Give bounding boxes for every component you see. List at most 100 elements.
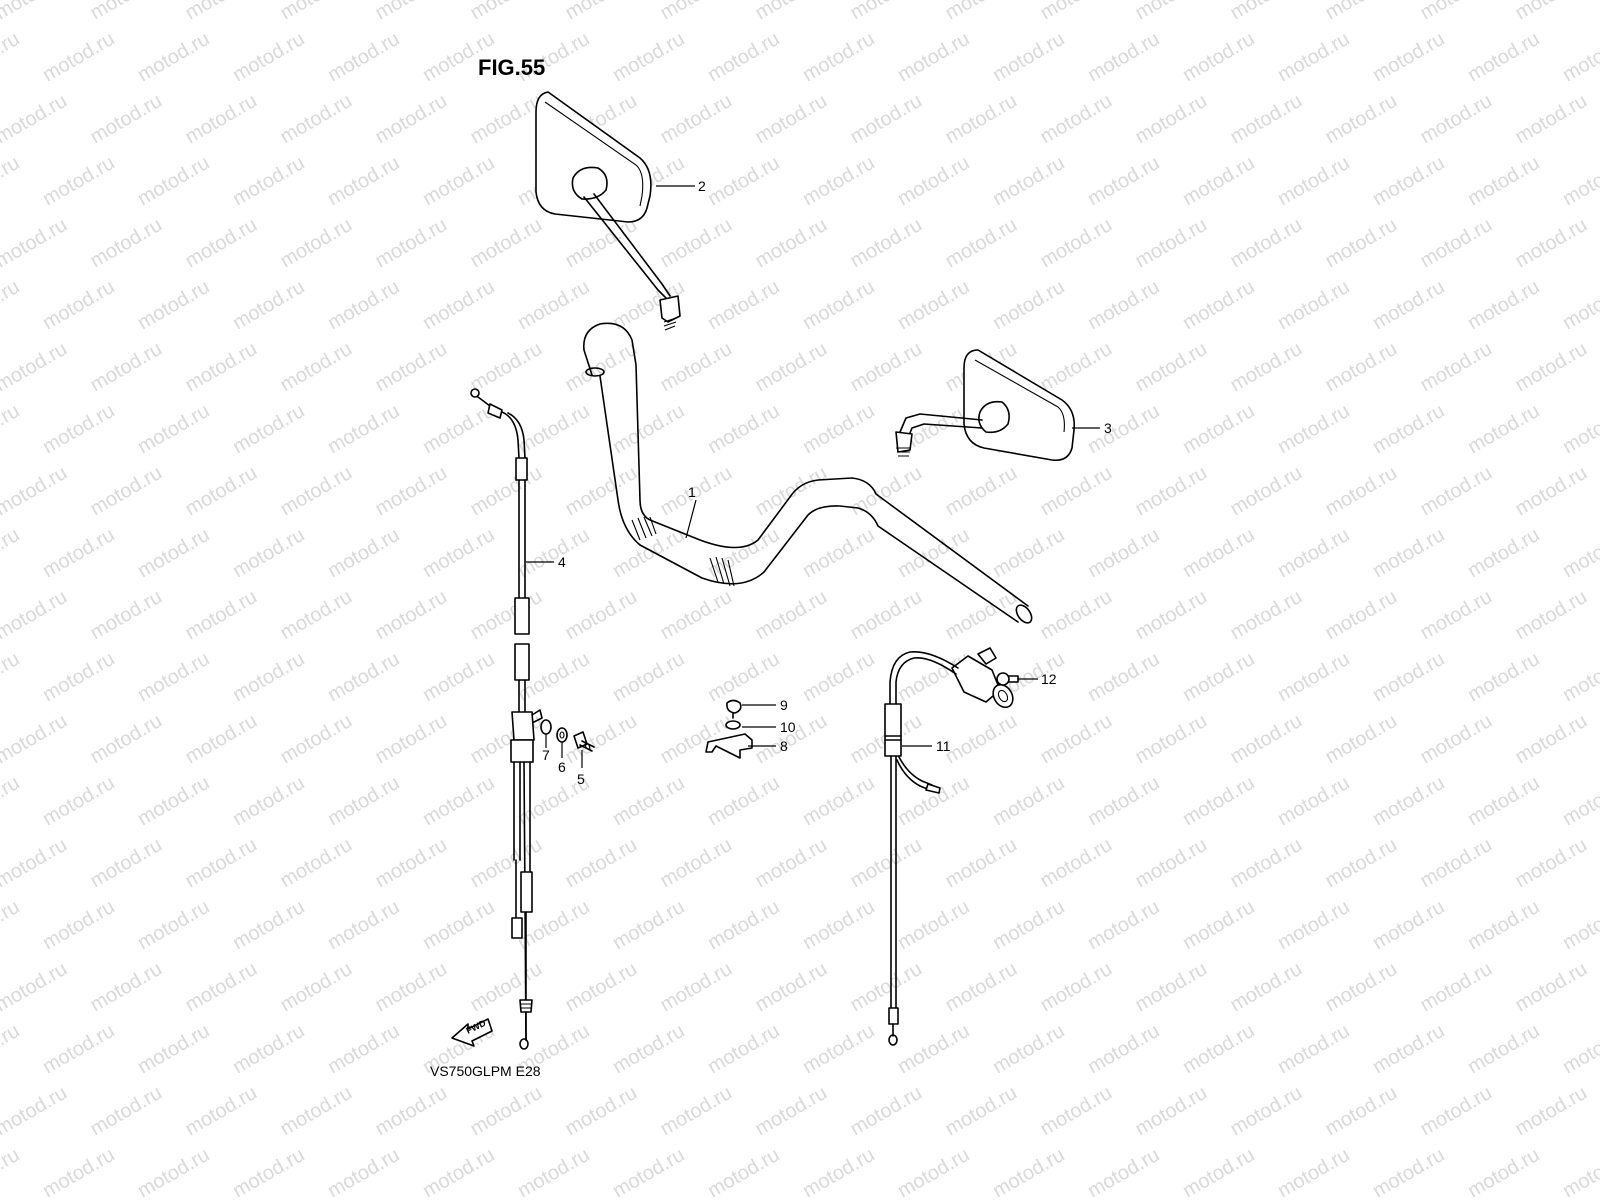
watermark-text: motod.ru [942,834,1021,893]
watermark-text: motod.ru [372,710,451,769]
watermark-text: motod.ru [87,90,166,149]
watermark-text: motod.ru [847,586,926,645]
watermark-text: motod.ru [657,958,736,1017]
watermark-text: motod.ru [752,462,831,521]
bolt-and-washers [540,719,595,752]
watermark-text: motod.ru [229,772,308,831]
watermark-text: motod.ru [134,1144,213,1200]
watermark-text: motod.ru [1559,152,1600,211]
watermark-text: motod.ru [657,834,736,893]
watermark-text: motod.ru [1417,214,1496,273]
watermark-text: motod.ru [989,1020,1068,1079]
watermark-text: motod.ru [87,338,166,397]
watermark-text: motod.ru [1179,896,1258,955]
watermark-text: motod.ru [419,1144,498,1200]
watermark-text: motod.ru [1464,400,1543,459]
watermark-text: motod.ru [39,648,118,707]
watermark-text: motod.ru [609,400,688,459]
watermark-text: motod.ru [0,710,71,769]
handlebar [583,322,1033,624]
watermark-text: motod.ru [1037,90,1116,149]
watermark-text: motod.ru [847,0,926,24]
watermark-text: motod.ru [1559,648,1600,707]
watermark-text: motod.ru [1179,1144,1258,1200]
watermark-text: motod.ru [942,958,1021,1017]
watermark-text: motod.ru [1512,834,1591,893]
watermark-text: motod.ru [657,338,736,397]
watermark-text: motod.ru [1464,276,1543,335]
watermark-text: motod.ru [799,772,878,831]
watermark-text: motod.ru [894,896,973,955]
watermark-text: motod.ru [1417,1082,1496,1141]
watermark-text: motod.ru [39,896,118,955]
watermark-text: motod.ru [799,152,878,211]
watermark-text: motod.ru [1369,648,1448,707]
watermark-text: motod.ru [847,1082,926,1141]
watermark-text: motod.ru [0,152,23,211]
watermark-text: motod.ru [1084,1144,1163,1200]
watermark-text: motod.ru [419,896,498,955]
watermark-text: motod.ru [182,338,261,397]
watermark-text: motod.ru [942,462,1021,521]
watermark-text: motod.ru [1274,1144,1353,1200]
watermark-text: motod.ru [1559,524,1600,583]
watermark-text: motod.ru [0,958,71,1017]
watermark-text: motod.ru [657,462,736,521]
callout-5: 5 [577,771,585,787]
watermark-text: motod.ru [1512,586,1591,645]
watermark-text: motod.ru [894,28,973,87]
watermark-text: motod.ru [467,1082,546,1141]
watermark-text: motod.ru [1322,462,1401,521]
watermark-text: motod.ru [1322,214,1401,273]
watermark-text: motod.ru [324,1020,403,1079]
watermark-text: motod.ru [989,276,1068,335]
watermark-text: motod.ru [1322,90,1401,149]
watermark-text: motod.ru [704,524,783,583]
watermark-text: motod.ru [467,214,546,273]
watermark-text: motod.ru [799,648,878,707]
watermark-text: motod.ru [1512,1082,1591,1141]
watermark-text: motod.ru [372,834,451,893]
watermark-text: motod.ru [1559,28,1600,87]
watermark-text: motod.ru [1274,400,1353,459]
watermark-text: motod.ru [1464,152,1543,211]
watermark-text: motod.ru [514,524,593,583]
watermark-text: motod.ru [372,0,451,24]
watermark-text: motod.ru [562,586,641,645]
watermark-text: motod.ru [324,400,403,459]
watermark-text: motod.ru [0,1020,23,1079]
watermark-text: motod.ru [0,524,23,583]
watermark-text: motod.ru [752,0,831,24]
watermark-text: motod.ru [87,586,166,645]
watermark-text: motod.ru [134,524,213,583]
watermark-text: motod.ru [134,648,213,707]
watermark-text: motod.ru [562,1082,641,1141]
watermark-text: motod.ru [1227,958,1306,1017]
watermark-text: motod.ru [1464,1144,1543,1200]
watermark-text: motod.ru [609,1144,688,1200]
watermark-text: motod.ru [1417,586,1496,645]
watermark-text: motod.ru [229,648,308,707]
watermark-text: motod.ru [0,400,23,459]
watermark-text: motod.ru [847,958,926,1017]
watermark-text: motod.ru [1179,276,1258,335]
watermark-text: motod.ru [87,462,166,521]
watermark-text: motod.ru [704,896,783,955]
watermark-text: motod.ru [1037,958,1116,1017]
watermark-text: motod.ru [1132,214,1211,273]
watermark-text: motod.ru [1227,586,1306,645]
watermark-text: motod.ru [1369,152,1448,211]
watermark-text: motod.ru [1512,90,1591,149]
watermark-text: motod.ru [1464,772,1543,831]
watermark-text: motod.ru [1369,772,1448,831]
watermark-text: motod.ru [1274,276,1353,335]
callout-6: 6 [558,759,566,775]
watermark-text: motod.ru [0,1144,23,1200]
watermark-text: motod.ru [1132,462,1211,521]
leader-lines [526,185,1100,768]
watermark-text: motod.ru [1179,400,1258,459]
watermark-text: motod.ru [847,214,926,273]
watermark-text: motod.ru [372,1082,451,1141]
watermark-text: motod.ru [1512,0,1591,24]
watermark-text: motod.ru [1512,214,1591,273]
